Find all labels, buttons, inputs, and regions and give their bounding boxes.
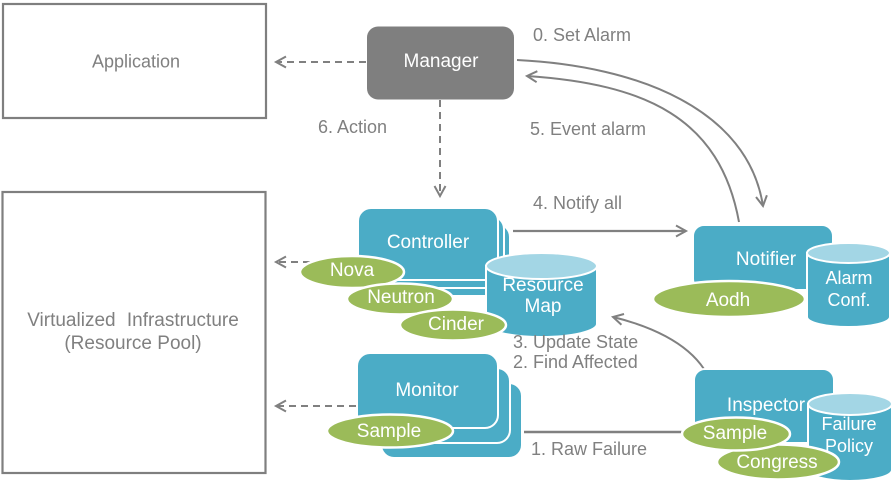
manager-label: Manager <box>403 51 479 72</box>
monitor-sample-label: Sample <box>356 421 422 442</box>
resource-map-line2: Map <box>524 296 562 317</box>
application-box <box>1 2 268 120</box>
inspector-sample-ellipse <box>680 416 792 452</box>
resource-map-label: Resource Map <box>502 275 583 317</box>
aodh-label: Aodh <box>705 290 751 311</box>
alarm-conf-line2: Conf. <box>827 290 871 310</box>
step-action-label: 6. Action <box>318 117 388 137</box>
monitor-sample-ellipse <box>325 413 455 449</box>
virtualized-infrastructure-line1: Virtualized Infrastructure <box>27 310 239 331</box>
neutron-ellipse <box>345 282 455 316</box>
alarm-conf-label: Alarm Conf. <box>825 267 872 311</box>
step-set-alarm-label: 0. Set Alarm <box>533 25 632 45</box>
alarm-conf-line1: Alarm <box>825 268 873 288</box>
neutron-label: Neutron <box>367 287 435 308</box>
aodh-ellipse <box>651 279 807 319</box>
virtualized-infrastructure-label: Virtualized Infrastructure (Resource Poo… <box>27 309 239 355</box>
virtualized-infrastructure-line2: (Resource Pool) <box>64 333 202 354</box>
inspector-label: Inspector <box>726 395 806 416</box>
cinder-ellipse <box>398 308 508 342</box>
arrow-event-alarm-notifier-to-manager <box>524 70 740 223</box>
resource-map-line1: Resource <box>502 275 584 296</box>
monitor-label: Monitor <box>395 380 459 401</box>
alarm-conf-cylinder-body <box>806 252 891 328</box>
controller-label: Controller <box>386 232 470 253</box>
cinder-label: Cinder <box>428 314 484 335</box>
resource-map-cylinder-top <box>485 252 598 280</box>
alarm-conf-cylinder-top <box>806 242 891 264</box>
inspector-sample-label: Sample <box>702 423 768 444</box>
nova-label: Nova <box>329 260 375 281</box>
arrow-inspector-to-resource-map <box>610 313 705 370</box>
step-event-alarm-label: 5. Event alarm <box>530 119 647 139</box>
failure-policy-line2: Policy <box>824 436 873 456</box>
step-find-affected-label: 2. Find Affected <box>513 352 638 372</box>
step-update-state-label: 3. Update State <box>513 332 639 352</box>
failure-policy-label: Failure Policy <box>821 413 876 457</box>
step-raw-failure-label: 1. Raw Failure <box>531 439 648 459</box>
congress-label: Congress <box>736 452 818 473</box>
failure-policy-line1: Failure <box>821 414 877 434</box>
notifier-label: Notifier <box>735 249 797 270</box>
manager-node <box>367 26 514 100</box>
application-label: Application <box>91 51 181 72</box>
step-notify-all-label: 4. Notify all <box>533 193 623 213</box>
virtualized-infrastructure-box <box>1 190 267 475</box>
nova-ellipse <box>298 254 406 290</box>
arrow-set-alarm-manager-to-notifier <box>516 59 768 209</box>
failure-policy-cylinder-top <box>807 392 893 416</box>
